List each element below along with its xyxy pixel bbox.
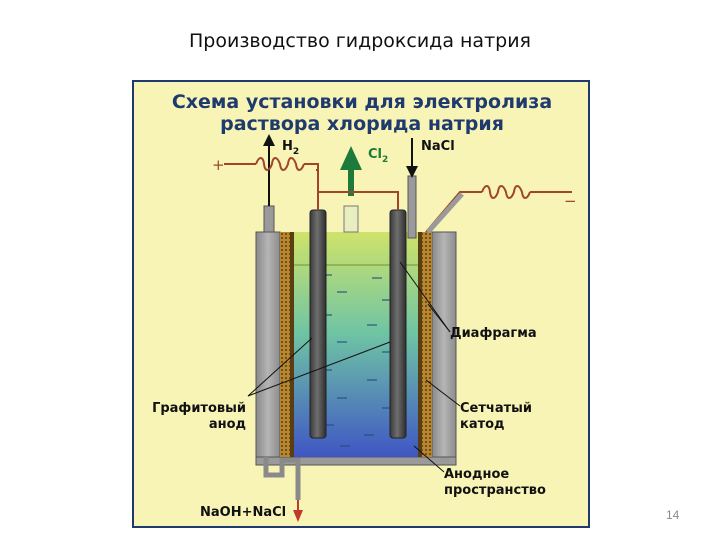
terminal-plus: + [212, 156, 225, 174]
diaphragm-leaders [399, 261, 451, 333]
cathode-leader [425, 379, 461, 407]
anode-rod-right [389, 209, 407, 439]
electrolysis-diagram: Схема установки для электролиза раствора… [132, 80, 590, 528]
nacl-arrow [406, 166, 418, 178]
naoh-label: NaOH+NaCl [200, 505, 286, 520]
cell-wall-left [255, 231, 281, 458]
cathode-mesh-left [280, 232, 290, 457]
cathode-label-line2: катод [460, 417, 505, 432]
terminal-minus: − [564, 192, 577, 210]
cell-wall-right [431, 231, 457, 458]
diaphragm-right [418, 232, 422, 457]
nacl-inlet-pipe [407, 175, 417, 239]
cl2-label: Cl2 [368, 147, 388, 165]
h2-outlet-pipe [263, 205, 275, 233]
anode-rod-left [309, 209, 327, 439]
cl2-outlet-pipe [343, 205, 359, 233]
diaphragm-left [290, 232, 294, 457]
slide-title: Производство гидроксида натрия [189, 30, 531, 52]
cathode-mesh-right [422, 232, 432, 457]
anode-space-leader [413, 445, 445, 473]
cl2-arrow [340, 146, 362, 170]
nacl-label: NaCl [421, 139, 455, 154]
anode-wiring [224, 157, 399, 210]
naoh-outlet-pipe [263, 457, 301, 500]
naoh-arrow [293, 510, 303, 522]
h2-label: H2 [282, 139, 299, 157]
cathode-label-line1: Сетчатый [460, 401, 532, 416]
anode-space-label-line1: Анодное [444, 467, 509, 482]
diagram-heading-line2: раствора хлорида натрия [220, 113, 504, 135]
slide-number: 14 [666, 508, 680, 522]
h2-arrow [263, 134, 275, 146]
anode-label-line2: анод [209, 417, 246, 432]
anode-leaders [247, 337, 391, 397]
anode-label-line1: Графитовый [152, 401, 246, 416]
diagram-heading-line1: Схема установки для электролиза [172, 91, 552, 113]
anode-space-label-line2: пространство [444, 483, 546, 498]
diaphragm-label: Диафрагма [450, 326, 537, 341]
